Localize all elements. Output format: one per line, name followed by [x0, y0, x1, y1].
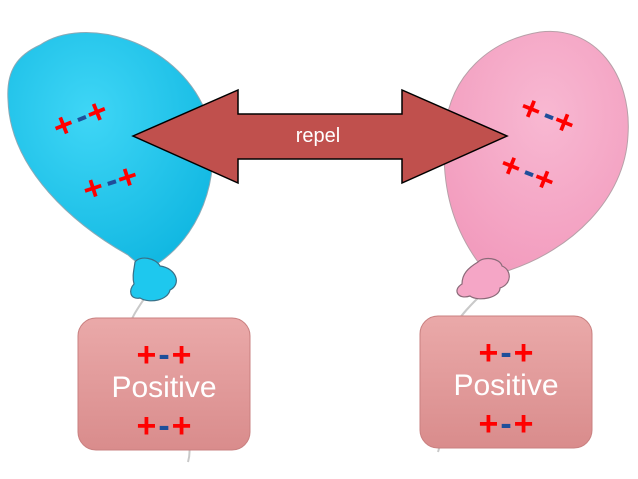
minus-sign: -	[158, 336, 169, 374]
left-box-bottom-charges: +-+	[136, 407, 191, 445]
plus-sign: +	[478, 334, 498, 372]
left-box-background	[77, 317, 251, 451]
plus-sign: +	[514, 405, 534, 443]
minus-sign: -	[158, 407, 169, 445]
double-headed-arrow-shape	[131, 88, 509, 185]
left-charge-box: +-+ Positive +-+	[77, 317, 251, 451]
plus-sign: +	[172, 336, 192, 374]
plus-sign: +	[136, 407, 156, 445]
minus-sign: -	[500, 405, 511, 443]
plus-sign: +	[478, 405, 498, 443]
repel-label: repel	[296, 125, 340, 147]
right-box-top-charges: +-+	[478, 334, 533, 372]
right-box-label: Positive	[453, 369, 558, 402]
repel-arrow: repel	[131, 88, 509, 185]
right-box-bottom-charges: +-+	[478, 405, 533, 443]
plus-sign: +	[172, 407, 192, 445]
blue-balloon: + - + + - +	[7, 32, 214, 463]
pink-balloon-knot	[456, 257, 510, 300]
left-box-label: Positive	[111, 371, 216, 404]
left-box-top-charges: +-+	[136, 336, 191, 374]
plus-sign: +	[136, 336, 156, 374]
right-charge-box: +-+ Positive +-+	[419, 315, 593, 449]
minus-sign: -	[500, 334, 511, 372]
plus-sign: +	[514, 334, 534, 372]
blue-balloon-knot	[130, 257, 177, 302]
right-box-background	[419, 315, 593, 449]
